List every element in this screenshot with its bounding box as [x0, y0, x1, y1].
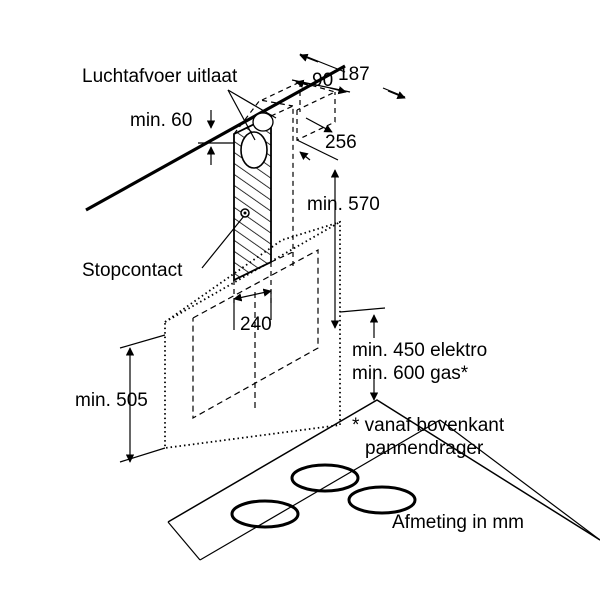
label-footnote-2: pannendrager — [365, 438, 484, 459]
hood-inner — [192, 248, 319, 420]
label-256: 256 — [325, 132, 357, 153]
duct-chimney — [233, 99, 294, 282]
ceiling-line — [85, 64, 346, 212]
dim-256 — [296, 117, 339, 161]
label-240: 240 — [240, 314, 272, 335]
hood-outline — [164, 220, 341, 450]
label-min570: min. 570 — [307, 194, 380, 215]
label-90: 90 — [312, 70, 333, 91]
label-footnote-1: * vanaf bovenkant — [352, 415, 505, 436]
dim-min505 — [119, 334, 166, 463]
label-min60: min. 60 — [130, 110, 192, 131]
dim-240 — [233, 288, 272, 330]
dim-min60 — [198, 110, 234, 165]
dim-90 — [291, 79, 351, 95]
label-187: 187 — [338, 64, 370, 85]
dim-min450 — [339, 307, 386, 401]
leader-lines — [201, 89, 277, 269]
label-min450: min. 450 elektro — [352, 340, 487, 361]
label-exhaust-outlet: Luchtafvoer uitlaat — [82, 66, 238, 87]
dim-187 — [299, 53, 406, 100]
label-min600: min. 600 gas* — [352, 363, 469, 384]
burner-right — [347, 485, 417, 515]
burner-rear — [290, 463, 360, 493]
label-min505: min. 505 — [75, 390, 148, 411]
burner-left — [230, 499, 300, 529]
label-unit-note: Afmeting in mm — [392, 512, 524, 533]
label-socket: Stopcontact — [82, 260, 183, 281]
exhaust-outlet-circle — [240, 131, 268, 169]
